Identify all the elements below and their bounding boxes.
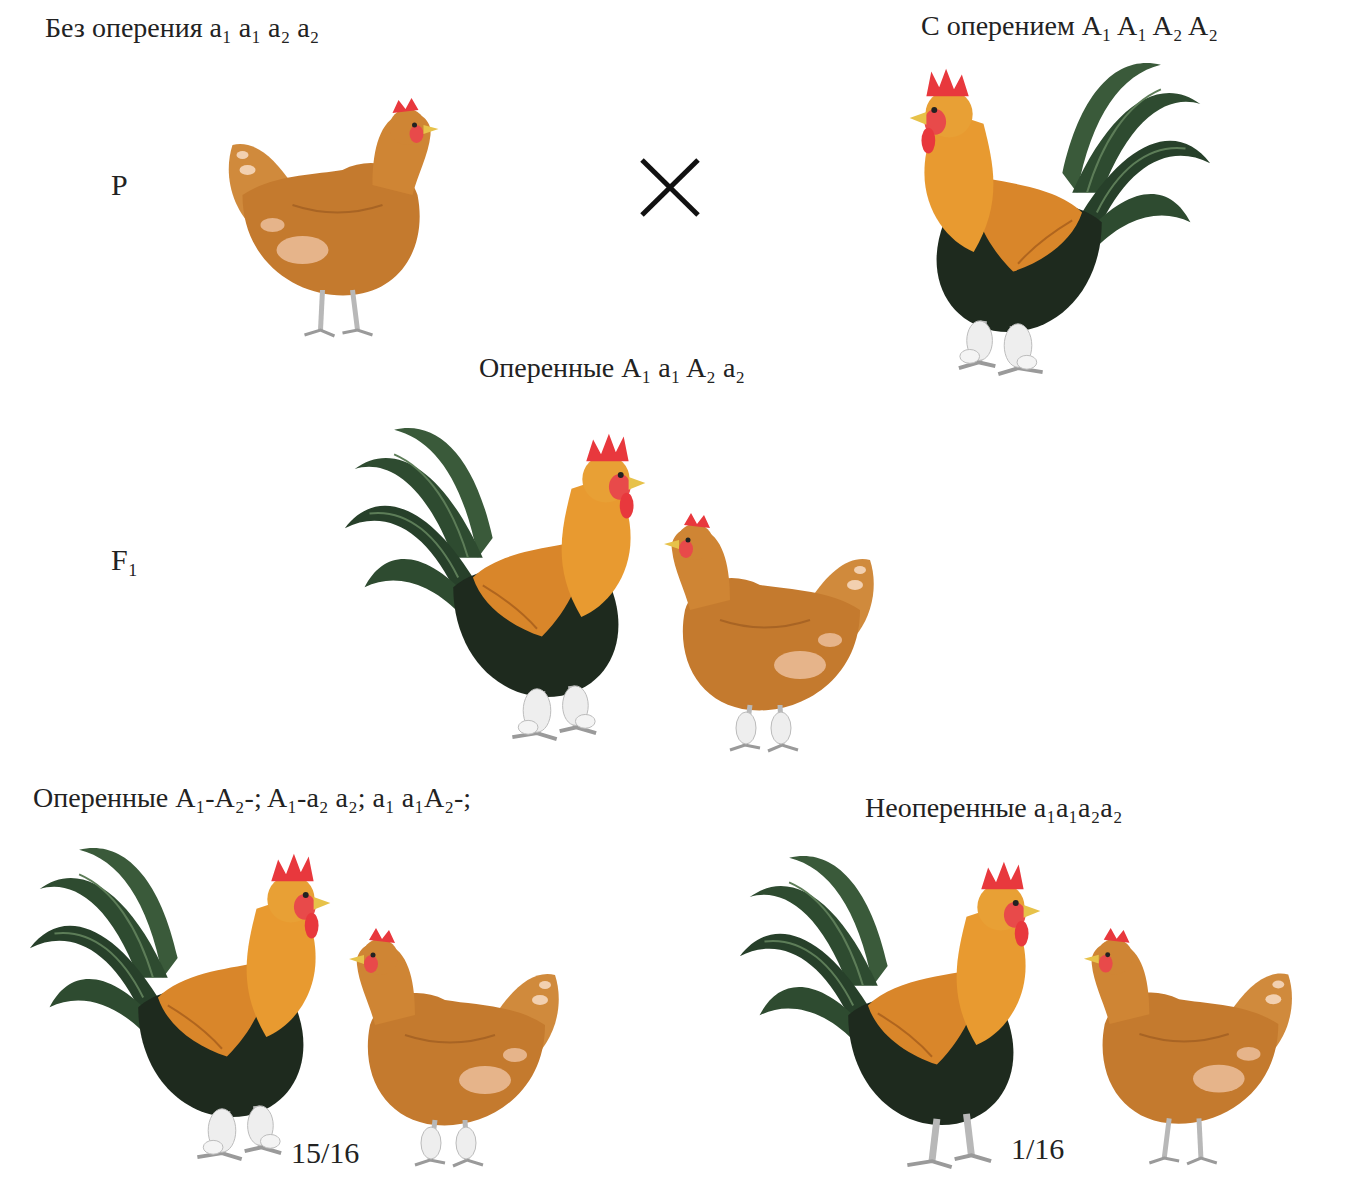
genotype-label: Оперенные A₁ a₁ A₂ a₂ — [476, 352, 748, 384]
genotype-label: Без оперения a₁ a₁ a₂ a₂ — [42, 12, 322, 44]
ratio-label: 1/16 — [1008, 1132, 1067, 1167]
hen — [229, 98, 439, 336]
hen — [664, 513, 874, 751]
rooster — [345, 428, 646, 739]
genotype-label: С оперением A₁ A₁ A₂ A₂ — [918, 10, 1221, 42]
generation-label: P — [108, 168, 131, 203]
rooster — [910, 63, 1211, 374]
hen — [1084, 928, 1292, 1164]
generation-label: F₁ — [108, 543, 141, 578]
rooster — [30, 848, 331, 1159]
rooster — [740, 856, 1041, 1167]
hen — [349, 928, 559, 1166]
cross-symbol — [642, 160, 698, 215]
ratio-label: 15/16 — [288, 1136, 362, 1171]
genotype-label: Оперенные A₁-A₂-; A₁-a₂ a₂; a₁ a₁A₂-; — [30, 782, 474, 814]
genotype-label: Неоперенные a₁a₁a₂a₂ — [862, 792, 1125, 824]
